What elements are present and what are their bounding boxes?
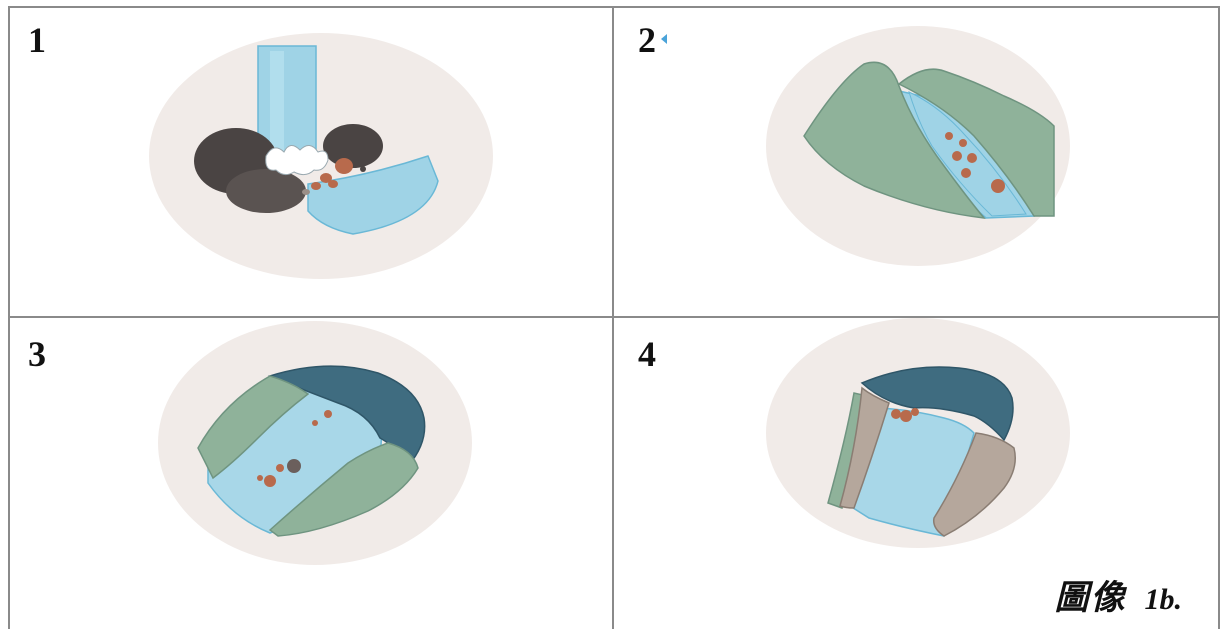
waterfall-illustration (8, 6, 612, 316)
panel-3: 3 (8, 318, 612, 629)
grid-right-line (1218, 6, 1220, 629)
caption-label: 1b. (1145, 583, 1183, 616)
panel-2: 2 (614, 6, 1218, 316)
panel-1: 1 (8, 6, 612, 316)
figure-caption: 圖像 1b. (1055, 570, 1183, 619)
caption-prefix: 圖像 (1055, 580, 1127, 617)
valley-illustration (614, 6, 1218, 316)
gorge-illustration (8, 318, 612, 629)
figure-grid: 1 2 (8, 6, 1220, 629)
